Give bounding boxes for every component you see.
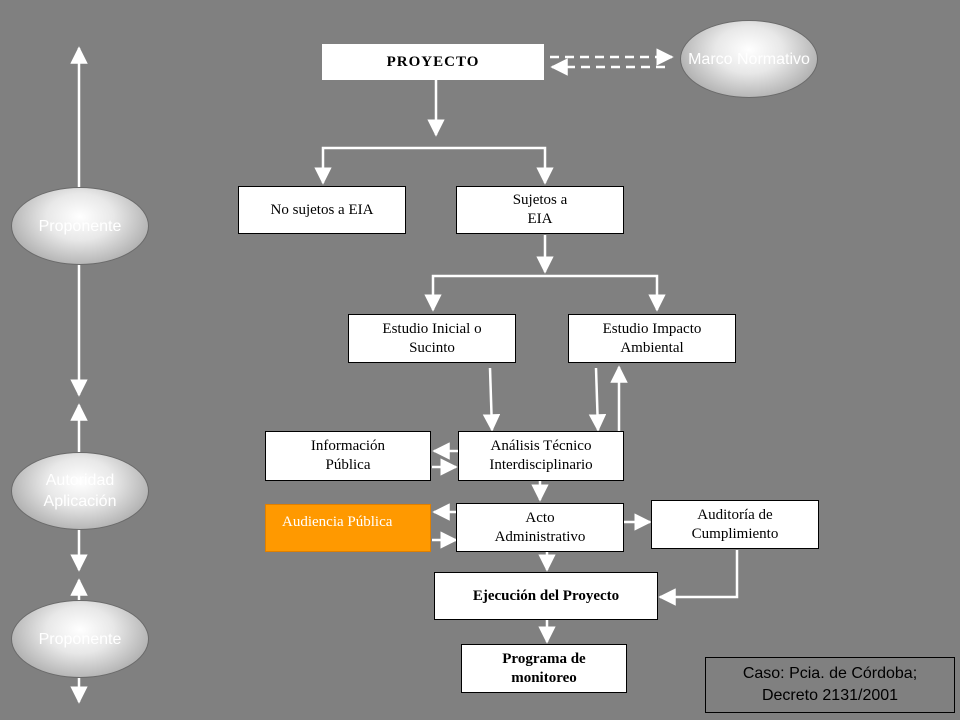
arrow-impacto-analisis xyxy=(588,367,607,432)
node-sujetos-eia: Sujetos a EIA xyxy=(456,186,624,234)
branch-estudios xyxy=(424,274,666,312)
node-marco-normativo: Marco Normativo xyxy=(680,20,818,98)
node-audiencia-publica: Audiencia Pública xyxy=(265,504,431,552)
actor-autoridad-aplicacion: Autoridad Aplicación xyxy=(11,452,149,530)
case-source-note: Caso: Pcia. de Córdoba; Decreto 2131/200… xyxy=(705,657,955,713)
actor-proponente-bottom: Proponente xyxy=(11,600,149,678)
arrow-auditoria-ejecucion xyxy=(658,550,739,606)
node-programa-monitoreo: Programa de monitoreo xyxy=(461,644,627,693)
node-estudio-impacto: Estudio Impacto Ambiental xyxy=(568,314,736,363)
node-ejecucion-proyecto: Ejecución del Proyecto xyxy=(434,572,658,620)
branch-eia xyxy=(314,146,554,185)
node-acto-administrativo: Acto Administrativo xyxy=(456,503,624,552)
node-analisis-tecnico: Análisis Técnico Interdisciplinario xyxy=(458,431,624,481)
actor-proponente-top: Proponente xyxy=(11,187,149,265)
node-auditoria-cumplimiento: Auditoría de Cumplimiento xyxy=(651,500,819,549)
node-estudio-inicial: Estudio Inicial o Sucinto xyxy=(348,314,516,363)
node-no-sujetos-eia: No sujetos a EIA xyxy=(238,186,406,234)
node-proyecto: PROYECTO xyxy=(322,44,544,80)
node-informacion-publica: Información Pública xyxy=(265,431,431,481)
arrow-inicial-analisis xyxy=(482,367,501,432)
